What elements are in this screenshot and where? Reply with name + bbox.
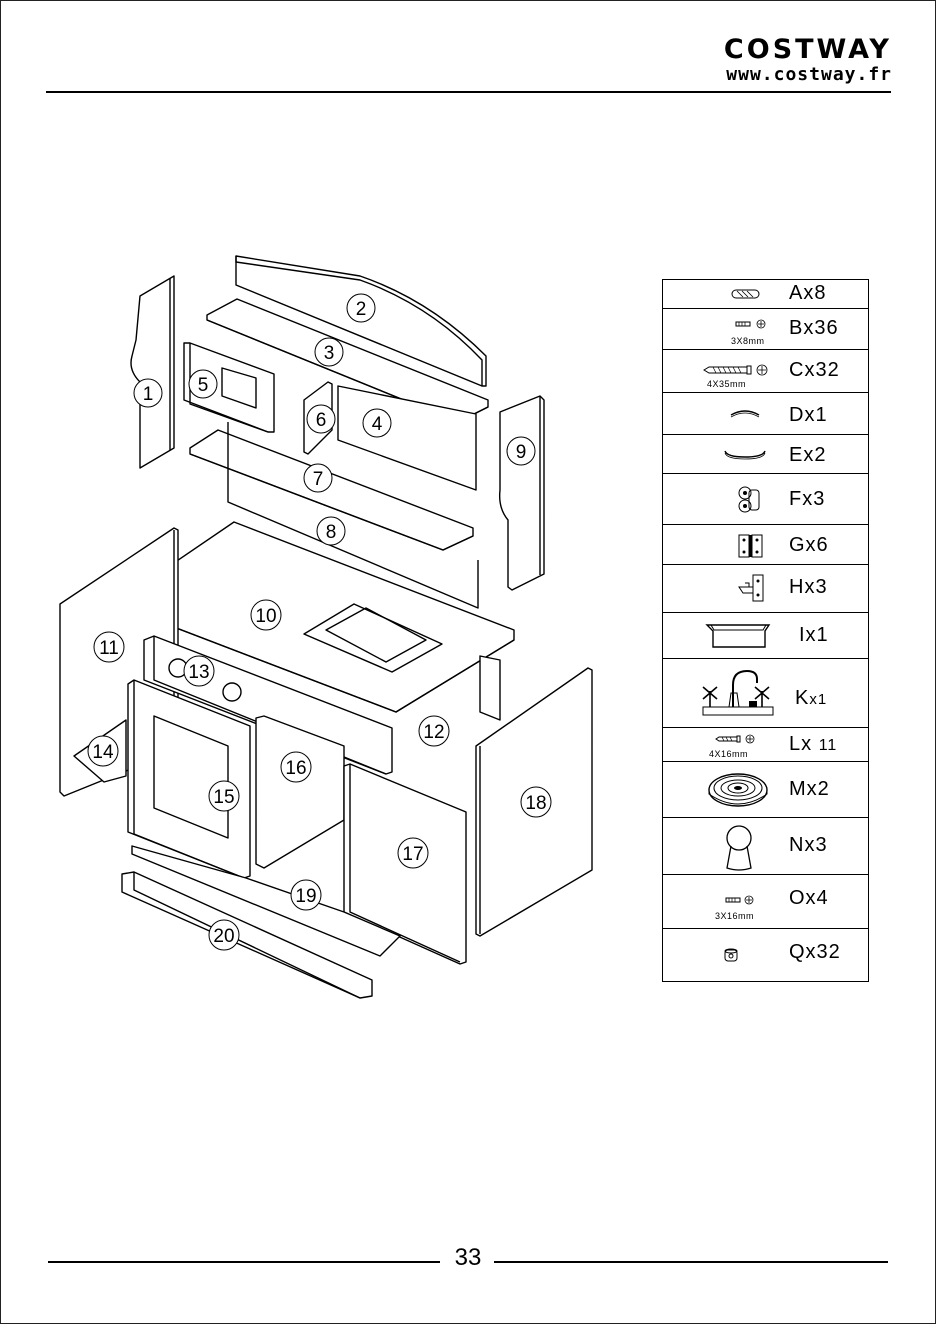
- callout-9: 9: [516, 442, 527, 463]
- callout-6: 6: [316, 410, 327, 431]
- part-row: 4X16mm Lx 11: [663, 728, 868, 762]
- part-row: Fx3: [663, 474, 868, 525]
- medium-screw-icon: [715, 734, 759, 744]
- part-row: Nx3: [663, 818, 868, 875]
- part-row: Qx32: [663, 929, 868, 981]
- part-size: 3X16mm: [715, 911, 754, 921]
- butt-hinge-icon: [737, 533, 765, 559]
- callout-11: 11: [99, 638, 119, 659]
- cam-lock-icon: [723, 947, 739, 963]
- part-label: Fx3: [789, 488, 825, 511]
- callout-1: 1: [143, 384, 154, 405]
- part-label: Bx36: [789, 317, 839, 340]
- callout-8: 8: [326, 522, 337, 543]
- sink-basin-icon: [705, 621, 773, 653]
- panel-9: [500, 396, 544, 590]
- callout-3: 3: [324, 343, 335, 364]
- callout-10: 10: [255, 606, 276, 627]
- screw-icon: [725, 895, 757, 905]
- part-row: Dx1: [663, 393, 868, 435]
- part-row: Gx6: [663, 525, 868, 565]
- part-size: 4X16mm: [709, 749, 748, 759]
- callout-15: 15: [213, 787, 234, 808]
- part-row: Ix1: [663, 613, 868, 659]
- part-label: Nx3: [789, 834, 828, 857]
- part-row: Ax8: [663, 280, 868, 309]
- callout-20: 20: [213, 926, 234, 947]
- part-label: Kx1: [795, 687, 827, 710]
- callout-2: 2: [356, 299, 367, 320]
- part-label: Ex2: [789, 444, 826, 467]
- oven-knob: [223, 683, 241, 701]
- callout-19: 19: [295, 886, 316, 907]
- footer-rule-right: [494, 1261, 888, 1263]
- callout-7: 7: [313, 469, 324, 490]
- part-label: Lx 11: [789, 733, 837, 756]
- part-size: 3X8mm: [731, 336, 765, 346]
- part-row: Hx3: [663, 565, 868, 613]
- short-screw-icon: [735, 319, 771, 329]
- part-row: 4X35mm Cx32: [663, 350, 868, 393]
- callout-16: 16: [285, 758, 306, 779]
- latch-icon: [735, 573, 767, 603]
- dowel-icon: [731, 288, 761, 300]
- panel-1: [131, 276, 174, 468]
- page-footer: 33: [0, 1240, 936, 1280]
- callout-18: 18: [525, 793, 546, 814]
- callout-13: 13: [188, 662, 209, 683]
- part-row: Ex2: [663, 435, 868, 474]
- part-label: Dx1: [789, 404, 828, 427]
- part-row: 3X16mm Ox4: [663, 875, 868, 929]
- part-label: Gx6: [789, 534, 829, 557]
- part-label: Ox4: [789, 887, 829, 910]
- callout-17: 17: [402, 844, 423, 865]
- part-label: Ax8: [789, 282, 826, 305]
- part-row: 3X8mm Bx36: [663, 309, 868, 350]
- small-handle-icon: [729, 407, 761, 419]
- callout-12: 12: [423, 722, 444, 743]
- page-number: 33: [0, 1244, 936, 1272]
- callout-14: 14: [92, 742, 114, 763]
- hardware-parts-list: Ax8 3X8mm Bx36 4X35mm Cx32 Dx1 Ex2 Fx3 G…: [662, 279, 869, 982]
- part-label: Qx32: [789, 941, 841, 964]
- knob-icon: [723, 824, 755, 872]
- part-size: 4X35mm: [707, 379, 746, 389]
- panel-12: [480, 656, 500, 720]
- part-row: Mx2: [663, 762, 868, 818]
- burner-icon: [707, 770, 769, 810]
- callout-5: 5: [198, 375, 209, 396]
- part-label: Mx2: [789, 778, 830, 801]
- callout-4: 4: [372, 414, 383, 435]
- part-label: Cx32: [789, 359, 840, 382]
- cabinet-hinge-icon: [735, 484, 763, 516]
- faucet-icon: [697, 665, 779, 723]
- part-label: Ix1: [799, 624, 829, 647]
- long-screw-icon: [703, 364, 771, 376]
- long-handle-icon: [723, 447, 767, 461]
- part-row: Kx1: [663, 659, 868, 728]
- part-label: Hx3: [789, 576, 828, 599]
